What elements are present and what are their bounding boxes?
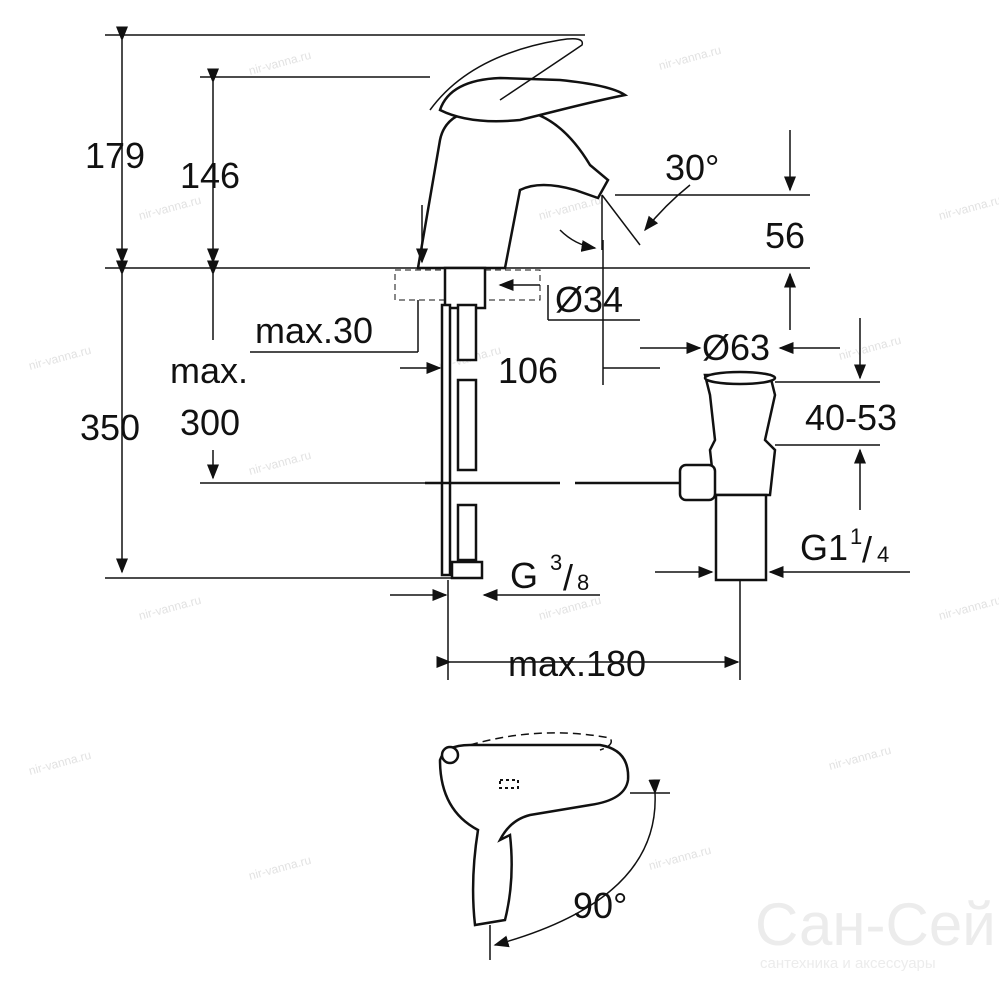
- watermark: nir-vanna.ru: [937, 593, 999, 623]
- thread-denominator: 8: [577, 570, 589, 595]
- watermark: nir-vanna.ru: [27, 748, 92, 778]
- label-56: 56: [765, 215, 805, 256]
- watermark: nir-vanna.ru: [27, 343, 92, 373]
- thread-numerator: 1: [850, 524, 862, 549]
- watermark: nir-vanna.ru: [827, 743, 892, 773]
- thread-denominator: 4: [877, 542, 889, 567]
- faucet-body: [416, 108, 610, 270]
- label-40-53: 40-53: [805, 397, 897, 438]
- braided-hose: [456, 378, 478, 472]
- watermark: nir-vanna.ru: [247, 448, 312, 478]
- faucet-lever: [438, 76, 629, 123]
- lever-pivot: [440, 745, 460, 765]
- label-max180: max.180: [508, 643, 646, 684]
- hose-nut: [450, 560, 484, 580]
- brand-tagline-watermark: сантехника и аксессуары: [760, 955, 936, 972]
- waste-cap: [703, 370, 777, 386]
- label-max30: max.30: [255, 310, 373, 351]
- mounting-shank: [443, 266, 487, 310]
- supply-hose: [440, 303, 452, 577]
- lever-rotated-outline: [469, 732, 612, 751]
- label-350: 350: [80, 407, 140, 448]
- angle-arc: [644, 184, 691, 232]
- label-g1-1-4: G1 1 / 4: [800, 524, 889, 570]
- label-179: 179: [85, 135, 145, 176]
- thread-numerator: 3: [550, 550, 562, 575]
- label-146: 146: [180, 155, 240, 196]
- braided-hose: [456, 503, 478, 562]
- watermark: nir-vanna.ru: [837, 333, 902, 363]
- rotation-arc: [493, 779, 661, 948]
- label-30-deg: 30°: [665, 147, 719, 188]
- label-106: 106: [498, 350, 558, 391]
- watermark: nir-vanna.ru: [247, 853, 312, 883]
- watermark: nir-vanna.ru: [137, 193, 202, 223]
- watermark: nir-vanna.ru: [937, 193, 999, 223]
- label-g3-8: G 3 / 8: [510, 550, 589, 598]
- thread-slash: /: [862, 529, 872, 570]
- lever-indicator: [499, 779, 519, 789]
- watermark: nir-vanna.ru: [137, 593, 202, 623]
- brand-watermark: Сан-Сей: [755, 891, 996, 958]
- label-max: max.: [170, 350, 248, 391]
- watermark: nir-vanna.ru: [657, 43, 722, 73]
- angle-arc: [559, 229, 597, 252]
- watermark: nir-vanna.ru: [247, 48, 312, 78]
- thread-main: G: [510, 555, 538, 596]
- label-300: 300: [180, 402, 240, 443]
- thread-main: G1: [800, 527, 848, 568]
- waste-body: [703, 373, 777, 497]
- waste-rod-connector: [678, 463, 717, 502]
- watermark: nir-vanna.ru: [647, 843, 712, 873]
- label-90-deg: 90°: [573, 885, 627, 926]
- waste-tailpiece: [714, 493, 768, 582]
- thread-slash: /: [563, 557, 573, 598]
- spout-angle-line: [601, 194, 641, 246]
- lever-raised-outline: [429, 38, 584, 111]
- label-diameter-63: Ø63: [702, 327, 770, 368]
- braided-hose: [456, 303, 478, 362]
- label-diameter-34: Ø34: [555, 279, 623, 320]
